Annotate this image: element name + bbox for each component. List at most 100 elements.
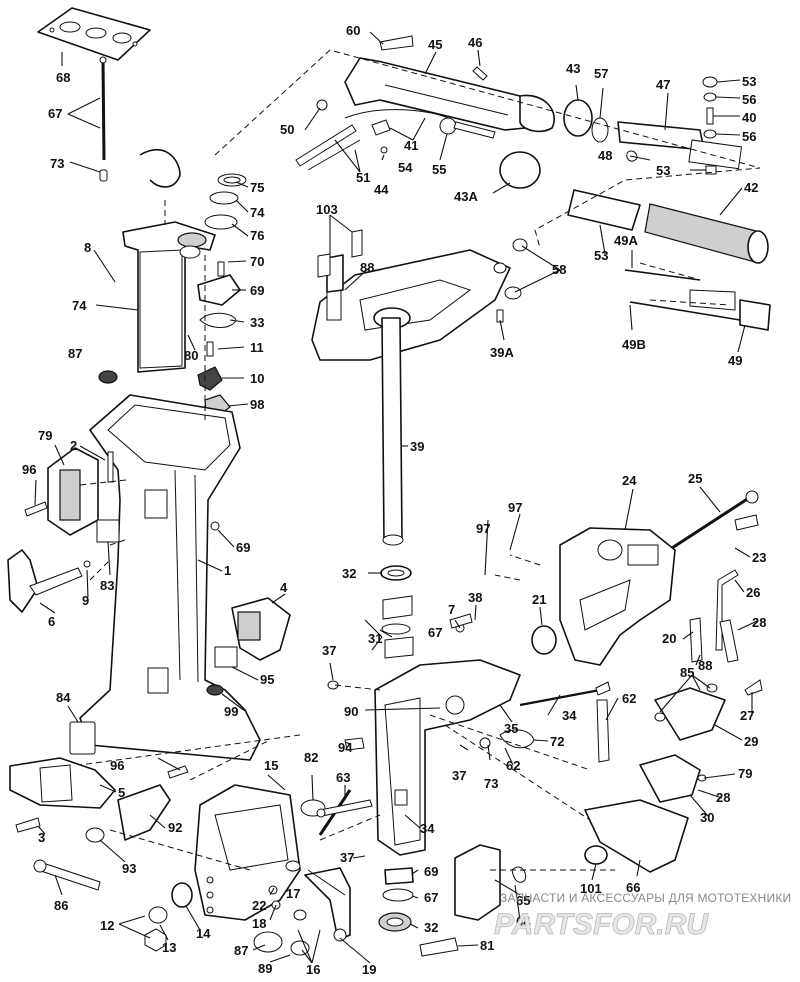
part-label: 87 [68,346,82,361]
part-label: 69 [236,540,250,555]
tiller-grip [499,151,771,331]
side-brackets [7,447,120,613]
part-label: 18 [252,916,266,931]
part-label: 46 [468,35,482,50]
part-label: 73 [50,156,64,171]
part-label: 82 [304,750,318,765]
part-label: 83 [100,578,114,593]
midsection-housing [79,394,261,761]
right-small-parts [214,597,291,668]
part-label: 98 [250,397,264,412]
part-label: 32 [424,920,438,935]
part-label: 48 [598,148,612,163]
part-label: 60 [346,23,360,38]
part-label: 4 [280,580,288,595]
assembly-guide-lines [79,49,761,871]
part-label: 86 [54,898,68,913]
part-label: 23 [752,550,766,565]
part-label: 90 [344,704,358,719]
tilt-lock-assembly [639,679,763,803]
part-label: 49 [728,353,742,368]
part-label: 21 [532,592,546,607]
part-label: 79 [738,766,752,781]
part-label: 39A [490,345,514,360]
part-label: 84 [56,690,71,705]
swivel-bracket-body [316,613,557,856]
swivel-bracket-top [311,229,528,361]
throttle-grip-parts [563,76,743,175]
part-label: 12 [100,918,114,933]
part-label: 2 [70,438,77,453]
carburetor-gasket [37,7,151,61]
part-label: 96 [110,758,124,773]
part-label: 9 [82,593,89,608]
part-label: 6 [48,614,55,629]
stern-bracket [559,490,759,666]
part-label: 47 [656,77,670,92]
part-label: 27 [740,708,754,723]
part-label: 89 [258,961,272,976]
part-label: 28 [752,615,766,630]
part-label: 70 [250,254,264,269]
part-label: 54 [398,160,413,175]
part-label: 40 [742,110,756,125]
part-label: 20 [662,631,676,646]
part-label: 69 [250,283,264,298]
part-label: 62 [622,691,636,706]
part-label: 30 [700,810,714,825]
part-label: 37 [452,768,466,783]
part-label: 53 [656,163,670,178]
part-label: 19 [362,962,376,977]
part-label: 28 [716,790,730,805]
part-label: 31 [368,631,382,646]
part-label: 72 [550,734,564,749]
part-label: 74 [72,298,87,313]
part-label: 76 [250,228,264,243]
part-label: 29 [744,734,758,749]
part-label: 50 [280,122,294,137]
part-label: 11 [250,340,264,355]
part-label: 81 [480,938,494,953]
part-label: 63 [336,770,350,785]
part-label: 3 [38,830,45,845]
tiller-shift-linkage [295,109,496,171]
part-label: 34 [562,708,577,723]
part-label: 53 [742,74,756,89]
part-label: 38 [468,590,482,605]
part-label: 37 [340,850,354,865]
part-label: 10 [250,371,264,386]
part-label: 57 [594,66,608,81]
watermark-text: ЗАПЧАСТИ И АКСЕССУАРЫ ДЛЯ МОТОТЕХНИКИ [500,891,791,905]
part-label: 13 [162,940,176,955]
part-label: 15 [264,758,278,773]
part-label: 87 [234,943,248,958]
part-label: 14 [196,926,211,941]
part-label: 26 [746,585,760,600]
part-label: 80 [184,348,198,363]
shift-rods [99,56,108,182]
lower-left-mounts [9,721,189,891]
tilt-spring-and-rod [519,681,611,763]
part-label: 92 [168,820,182,835]
part-label: 66 [626,880,640,895]
part-label: 101 [580,881,602,896]
part-label: 42 [744,180,758,195]
part-label: 5 [118,785,125,800]
watermark: ЗАПЧАСТИ И АКСЕССУАРЫ ДЛЯ МОТОТЕХНИКИ PA… [494,891,792,941]
part-label: 33 [250,315,264,330]
part-label: 103 [316,202,338,217]
part-label: 69 [424,864,438,879]
watermark-logo: PARTSFOR.RU [494,908,709,941]
part-label: 97 [476,521,490,536]
part-label: 88 [360,260,374,275]
steering-column [380,317,414,659]
part-label: 74 [250,205,265,220]
part-label: 55 [432,162,446,177]
part-label: 56 [742,92,756,107]
part-label: 35 [504,721,518,736]
part-label: 32 [342,566,356,581]
part-label: 79 [38,428,52,443]
part-label: 45 [428,37,442,52]
part-labels: 68 67 73 75 74 76 8 70 69 74 33 11 80 87… [22,23,766,977]
